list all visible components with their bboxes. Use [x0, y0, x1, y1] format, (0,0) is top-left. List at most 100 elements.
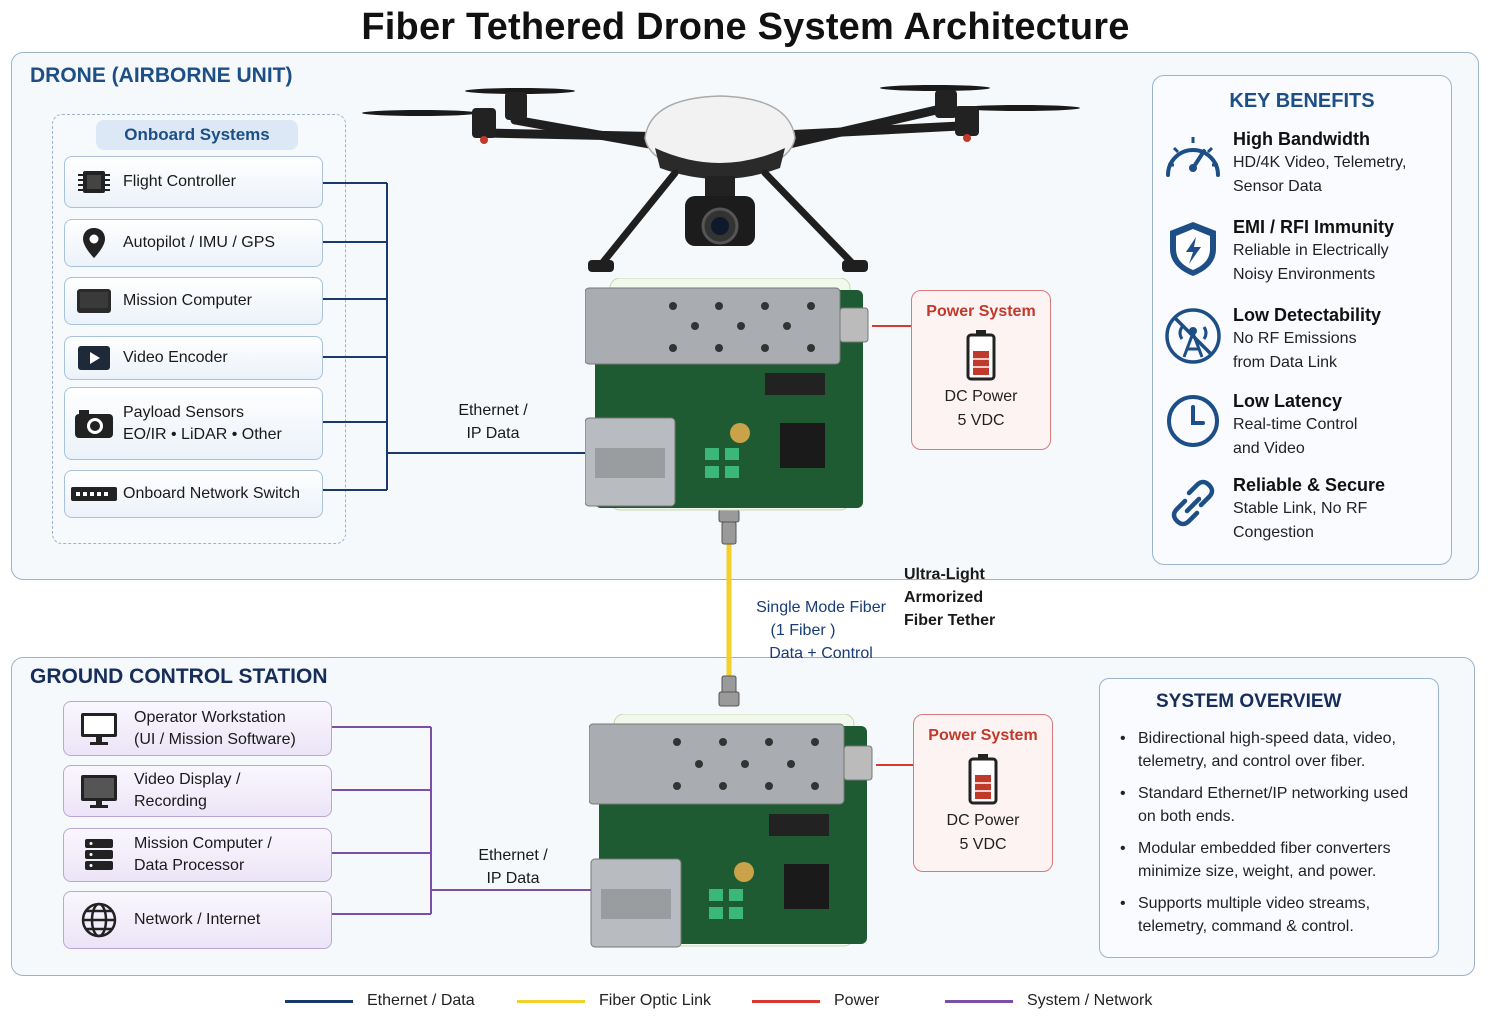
legend-swatch [517, 999, 585, 1003]
monitor-icon [64, 711, 134, 747]
legend-label: Fiber Optic Link [599, 992, 712, 1009]
ethernet-label-line2: IP Data [466, 425, 520, 442]
item-sublabel: (UI / Mission Software) [134, 730, 296, 748]
legend-swatch [945, 999, 1013, 1003]
fiber-label: Single Mode Fiber (1 Fiber ) Data + Cont… [748, 596, 894, 665]
legend-item: Fiber Optic Link [517, 992, 711, 1010]
fiber-label-line3: Data + Control [769, 645, 873, 662]
video-encoder-item: Video Encoder [64, 336, 323, 380]
system-overview-title: SYSTEM OVERVIEW [1156, 691, 1342, 712]
item-label: Network / Internet [134, 911, 261, 928]
camera-icon [65, 408, 123, 440]
benefit-line1: Reliable in Electrically [1233, 242, 1389, 259]
item-label: Mission Computer / [134, 835, 272, 852]
item-label: Payload Sensors [123, 403, 244, 421]
airborne-converter-board [585, 278, 869, 511]
clock-icon [1153, 389, 1233, 449]
legend-swatch [752, 999, 820, 1003]
overview-bullet: Bidirectional high-speed data, video, te… [1120, 727, 1420, 773]
item-sublabel: Data Processor [134, 857, 245, 874]
battery-icon [968, 753, 998, 805]
drone-ethernet-label: Ethernet / IP Data [438, 399, 548, 445]
item-sublabel: EO/IR • LiDAR • Other [123, 425, 282, 443]
overview-bullet: Modular embedded fiber converters minimi… [1120, 837, 1420, 883]
mission-computer-ground-item: Mission Computer / Data Processor [63, 828, 332, 882]
benefit-title: High Bandwidth [1233, 129, 1370, 149]
legend-label: Ethernet / Data [367, 992, 475, 1009]
key-benefits-title: KEY BENEFITS [1229, 90, 1375, 112]
benefit-line2: Congestion [1233, 524, 1314, 541]
item-label: Mission Computer [123, 292, 252, 309]
tether-label-line3: Fiber Tether [904, 612, 996, 629]
globe-icon [64, 901, 134, 939]
video-display-item: Video Display / Recording [63, 765, 332, 817]
overview-bullet: Standard Ethernet/IP networking used on … [1120, 782, 1420, 828]
legend-item: Power [752, 992, 879, 1010]
benefit-line1: No RF Emissions [1233, 330, 1357, 347]
location-pin-icon [65, 227, 123, 259]
ground-section-title: GROUND CONTROL STATION [30, 665, 328, 688]
benefit-title: Low Latency [1233, 391, 1343, 411]
onboard-systems-header: Onboard Systems [96, 120, 298, 150]
flight-controller-item: Flight Controller [64, 156, 323, 208]
server-icon [64, 837, 134, 873]
diagram-title: Fiber Tethered Drone System Architecture [361, 6, 1130, 48]
power-title: Power System [928, 727, 1038, 744]
operator-workstation-item: Operator Workstation (UI / Mission Softwa… [63, 701, 332, 756]
ground-ethernet-label: Ethernet / IP Data [458, 844, 568, 890]
ethernet-label-line2: IP Data [486, 870, 540, 887]
item-label: Autopilot / IMU / GPS [123, 234, 276, 251]
ground-converter-board [589, 714, 873, 948]
benefit-item: Low Detectability No RF Emissions from Dat… [1153, 303, 1451, 375]
computer-box-icon [65, 286, 123, 316]
power-line1: DC Power [946, 812, 1020, 829]
fiber-label-line2: (1 Fiber ) [770, 622, 836, 639]
battery-icon [966, 329, 996, 381]
item-label: Operator Workstation [134, 708, 286, 726]
power-title: Power System [926, 303, 1036, 320]
legend-label: System / Network [1027, 992, 1153, 1009]
drone-section-title: DRONE (AIRBORNE UNIT) [30, 64, 293, 87]
no-antenna-icon [1153, 303, 1233, 365]
benefit-title: Low Detectability [1233, 305, 1382, 325]
mission-computer-item: Mission Computer [64, 277, 323, 325]
benefit-line1: Real-time Control [1233, 416, 1358, 433]
display-icon [64, 773, 134, 809]
drone-power-system: Power System DC Power 5 VDC [911, 290, 1051, 450]
link-icon [1153, 473, 1233, 529]
system-overview-panel: SYSTEM OVERVIEW Bidirectional high-speed… [1099, 678, 1439, 958]
item-label: Onboard Network Switch [123, 485, 300, 502]
network-switch-item: Onboard Network Switch [64, 470, 323, 518]
legend: Ethernet / Data Fiber Optic Link Power S… [285, 992, 1185, 1016]
item-label: Video Encoder [123, 349, 228, 366]
ethernet-label-line1: Ethernet / [478, 847, 548, 864]
shield-icon [1153, 215, 1233, 279]
item-sublabel: Recording [134, 793, 207, 810]
power-line1: DC Power [944, 388, 1018, 405]
tether-label: Ultra-Light Armorized Fiber Tether [904, 563, 1024, 632]
benefit-line2: Sensor Data [1233, 178, 1322, 195]
item-label: Video Display / [134, 771, 241, 788]
legend-swatch [285, 999, 353, 1003]
fiber-label-line1: Single Mode Fiber [756, 599, 886, 616]
benefit-line1: Stable Link, No RF [1233, 500, 1368, 517]
drone-illustration [362, 85, 1080, 272]
legend-label: Power [834, 992, 880, 1009]
legend-item: System / Network [945, 992, 1152, 1010]
ethernet-label-line1: Ethernet / [458, 402, 528, 419]
legend-item: Ethernet / Data [285, 992, 475, 1010]
benefit-line2: from Data Link [1233, 354, 1338, 371]
item-label: Flight Controller [123, 173, 236, 190]
overview-bullet: Supports multiple video streams, telemet… [1120, 892, 1420, 938]
tether-label-line1: Ultra-Light [904, 566, 985, 583]
benefit-title: Reliable & Secure [1233, 475, 1386, 495]
switch-icon [65, 484, 123, 504]
benefit-line1: HD/4K Video, Telemetry, [1233, 154, 1407, 171]
network-internet-item: Network / Internet [63, 891, 332, 949]
